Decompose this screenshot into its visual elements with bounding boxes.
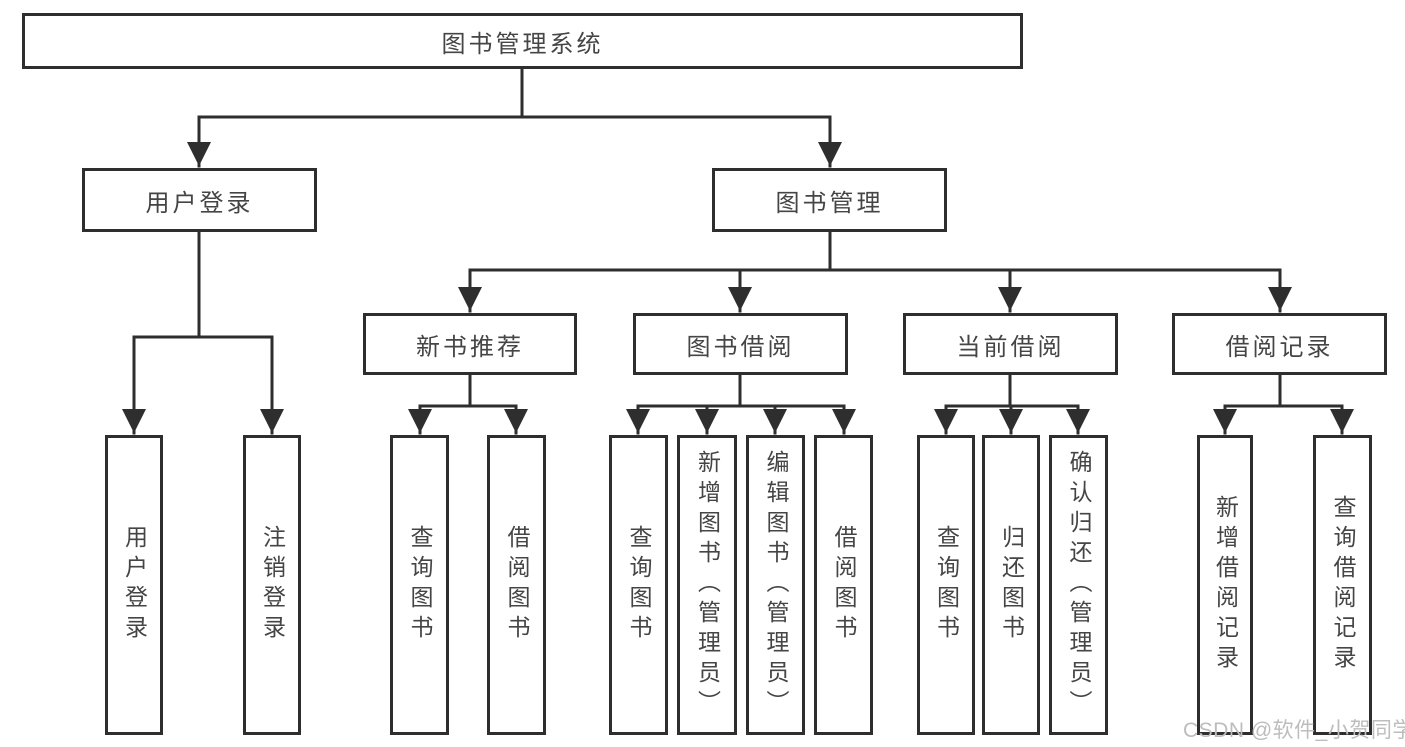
leaf-borrow-book-label: 借阅图书 [831, 525, 857, 645]
connector-records-to-leaves [1213, 373, 1354, 435]
leaf-logout-label: 注销登录 [259, 525, 286, 645]
leaf-borrow-add-label: 新增图书（管理员） [694, 450, 721, 720]
leaf-current-query: 查询图书 [917, 435, 975, 735]
node-book-management: 图书管理 [712, 168, 947, 232]
node-book-borrow-label: 图书借阅 [686, 333, 795, 361]
node-book-borrow: 图书借阅 [633, 313, 848, 375]
connector-management-to-level3 [458, 230, 1292, 313]
node-root-label: 图书管理系统 [441, 30, 604, 58]
node-book-management-label: 图书管理 [775, 189, 884, 217]
leaf-records-add-label: 新增借阅记录 [1212, 495, 1239, 675]
watermark: CSDN @软件_小贺同学 [1183, 719, 1405, 742]
node-user-login: 用户登录 [82, 168, 317, 232]
leaf-user-login-label: 用户登录 [121, 525, 148, 645]
node-new-book-recommend: 新书推荐 [363, 313, 577, 375]
leaf-borrow-add: 新增图书（管理员） [677, 435, 737, 735]
leaf-borrow-book: 借阅图书 [814, 435, 873, 735]
leaf-records-add: 新增借阅记录 [1197, 435, 1253, 735]
leaf-user-login: 用户登录 [105, 435, 163, 735]
leaf-borrow-edit: 编辑图书（管理员） [746, 435, 805, 735]
leaf-logout: 注销登录 [243, 435, 301, 735]
connector-login-to-leaves [122, 230, 284, 435]
leaf-current-confirm-return-label: 确认归还（管理员） [1066, 450, 1092, 720]
leaf-borrow-query: 查询图书 [609, 435, 668, 735]
leaf-newbook-borrow: 借阅图书 [487, 435, 546, 735]
node-root: 图书管理系统 [22, 13, 1023, 69]
leaf-borrow-query-label: 查询图书 [626, 525, 652, 645]
leaf-current-return: 归还图书 [982, 435, 1040, 735]
leaf-records-query-label: 查询借阅记录 [1330, 495, 1356, 675]
leaf-records-query: 查询借阅记录 [1313, 435, 1372, 735]
connector-root-to-level2 [187, 67, 842, 168]
connector-current-to-leaves [934, 373, 1090, 435]
leaf-borrow-edit-label: 编辑图书（管理员） [763, 450, 789, 720]
leaf-current-return-label: 归还图书 [998, 525, 1025, 645]
node-new-book-recommend-label: 新书推荐 [416, 333, 524, 361]
node-user-login-label: 用户登录 [145, 189, 254, 217]
node-borrow-records-label: 借阅记录 [1225, 333, 1334, 361]
node-current-borrow-label: 当前借阅 [956, 333, 1065, 361]
connector-newbook-to-leaves [408, 373, 528, 435]
node-current-borrow: 当前借阅 [903, 313, 1118, 375]
leaf-newbook-borrow-label: 借阅图书 [504, 525, 530, 645]
leaf-newbook-query-label: 查询图书 [407, 525, 433, 645]
connector-borrow-to-leaves [626, 373, 856, 435]
leaf-current-query-label: 查询图书 [933, 525, 960, 645]
leaf-current-confirm-return: 确认归还（管理员） [1049, 435, 1108, 735]
leaf-newbook-query: 查询图书 [390, 435, 449, 735]
node-borrow-records: 借阅记录 [1172, 313, 1387, 375]
